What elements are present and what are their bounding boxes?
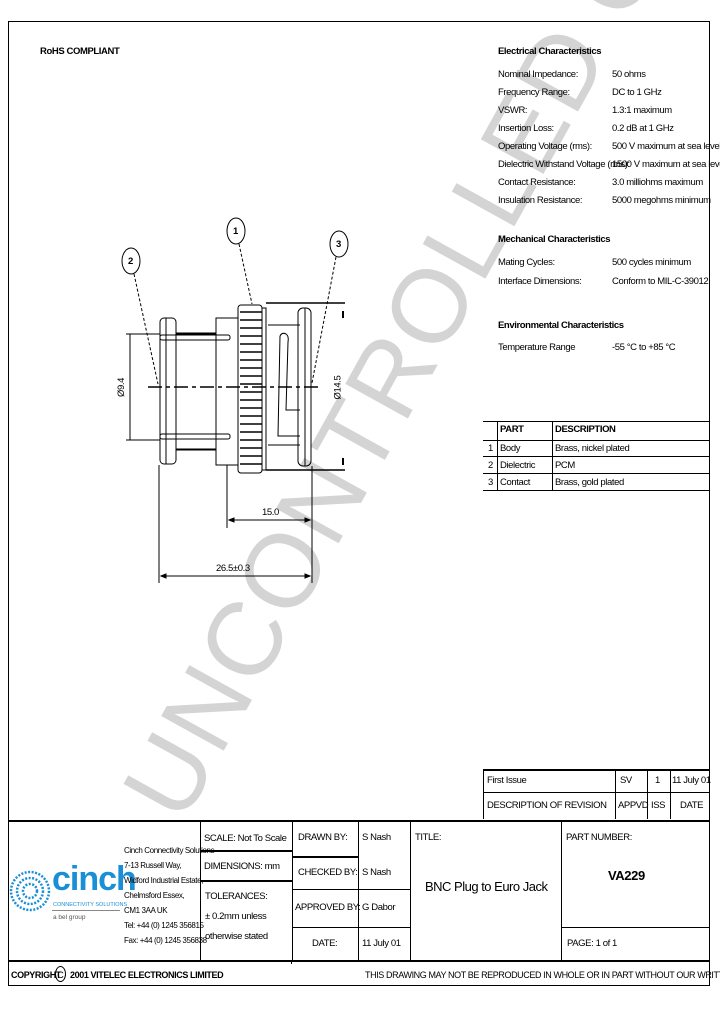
spec-value: -55 °C to +85 °C bbox=[612, 342, 676, 353]
spec-label: Frequency Range: bbox=[498, 87, 570, 98]
parts-header-part: PART bbox=[500, 424, 524, 435]
date-value: 11 July 01 bbox=[362, 938, 401, 949]
spec-value: 500 cycles minimum bbox=[612, 257, 691, 268]
address-line: Widford Industrial Estate, bbox=[124, 876, 203, 885]
copyright-symbol: C bbox=[55, 966, 66, 982]
spec-label: Insulation Resistance: bbox=[498, 195, 583, 206]
tolerances-value-1: ± 0.2mm unless bbox=[205, 911, 267, 922]
approved-by-label: APPROVED BY: bbox=[295, 902, 361, 913]
spec-value: 1500 V maximum at sea level bbox=[612, 159, 720, 170]
rohs-label: RoHS COMPLIANT bbox=[40, 46, 120, 57]
revision-header-appvd: APPVD bbox=[618, 800, 649, 811]
revision-date: 11 July 01 bbox=[672, 775, 711, 786]
spec-value: 500 V maximum at sea level bbox=[612, 141, 720, 152]
revision-appvd: SV bbox=[620, 775, 632, 786]
spec-label: Dielectric Withstand Voltage (rms): bbox=[498, 159, 630, 170]
spec-value: DC to 1 GHz bbox=[612, 87, 662, 98]
cinch-logo-sub: CONNECTIVITY SOLUTIONS bbox=[53, 902, 128, 908]
part-description: Brass, gold plated bbox=[555, 477, 624, 488]
title-label: TITLE: bbox=[415, 832, 442, 843]
part-description: PCM bbox=[555, 460, 575, 471]
checked-by-label: CHECKED BY: bbox=[298, 867, 358, 878]
callout-1: 1 bbox=[233, 226, 238, 237]
dimensions-label: DIMENSIONS: mm bbox=[204, 861, 280, 872]
address-line: CM1 3AA UK bbox=[124, 906, 168, 915]
spec-label: Operating Voltage (rms): bbox=[498, 141, 592, 152]
electrical-title: Electrical Characteristics bbox=[498, 46, 602, 57]
spec-value: 3.0 milliohms maximum bbox=[612, 177, 703, 188]
copyright-label: COPYRIGHT bbox=[11, 970, 61, 980]
spec-value: 1.3:1 maximum bbox=[612, 105, 672, 116]
cinch-logo-icon bbox=[10, 868, 50, 914]
revision-header-date: DATE bbox=[680, 800, 704, 811]
reproduction-notice: THIS DRAWING MAY NOT BE REPRODUCED IN WH… bbox=[365, 970, 720, 980]
drawing-frame bbox=[8, 21, 710, 986]
spec-value: 5000 megohms minimum bbox=[612, 195, 711, 206]
cinch-logo-text: cinch bbox=[52, 860, 137, 898]
part-number-value: VA229 bbox=[608, 868, 645, 883]
revision-description: First Issue bbox=[487, 775, 527, 786]
spec-value: Conform to MIL-C-39012 bbox=[612, 276, 709, 287]
part-name: Contact bbox=[500, 477, 530, 488]
address-line: Cinch Connectivity Solutions bbox=[124, 846, 215, 855]
address-line: Tel: +44 (0) 1245 356815 bbox=[124, 921, 204, 930]
revision-header-iss: ISS bbox=[651, 800, 666, 811]
dim-left-diameter: Ø9.4 bbox=[116, 378, 127, 397]
dim-15: 15.0 bbox=[262, 507, 279, 518]
approved-by-value: G Dabor bbox=[362, 902, 396, 913]
part-number-label: PART NUMBER: bbox=[566, 832, 632, 843]
copyright-text: 2001 VITELEC ELECTRONICS LIMITED bbox=[70, 970, 224, 980]
callout-2: 2 bbox=[128, 256, 133, 267]
part-description: Brass, nickel plated bbox=[555, 443, 630, 454]
scale-label: SCALE: Not To Scale bbox=[204, 833, 287, 844]
spec-label: VSWR: bbox=[498, 105, 528, 116]
dim-right-diameter: Ø14.5 bbox=[332, 375, 344, 400]
part-number: 3 bbox=[488, 477, 493, 488]
checked-by-value: S Nash bbox=[362, 867, 391, 878]
address-line: Chelmsford Essex, bbox=[124, 891, 185, 900]
address-line: 7-13 Russell Way, bbox=[124, 861, 182, 870]
spec-label: Nominal Impedance: bbox=[498, 69, 578, 80]
tolerances-label: TOLERANCES: bbox=[205, 891, 268, 902]
spec-label: Temperature Range bbox=[498, 342, 576, 353]
date-label: DATE: bbox=[312, 938, 338, 949]
revision-iss: 1 bbox=[655, 775, 660, 786]
parts-header-description: DESCRIPTION bbox=[555, 424, 616, 435]
address-line: Fax: +44 (0) 1245 356838 bbox=[124, 936, 207, 945]
dim-26-5: 26.5±0.3 bbox=[216, 563, 250, 574]
part-name: Dielectric bbox=[500, 460, 536, 471]
part-number: 1 bbox=[488, 443, 493, 454]
callout-3: 3 bbox=[336, 239, 341, 250]
spec-label: Interface Dimensions: bbox=[498, 276, 582, 287]
part-name: Body bbox=[500, 443, 521, 454]
spec-value: 0.2 dB at 1 GHz bbox=[612, 123, 674, 134]
drawn-by-value: S Nash bbox=[362, 832, 391, 843]
page-label: PAGE: 1 of 1 bbox=[567, 938, 617, 949]
part-number: 2 bbox=[488, 460, 493, 471]
environmental-title: Environmental Characteristics bbox=[498, 320, 624, 331]
drawing-title: BNC Plug to Euro Jack bbox=[425, 879, 548, 894]
spec-label: Contact Resistance: bbox=[498, 177, 576, 188]
spec-label: Insertion Loss: bbox=[498, 123, 554, 134]
mechanical-title: Mechanical Characteristics bbox=[498, 234, 611, 245]
drawn-by-label: DRAWN BY: bbox=[298, 832, 348, 843]
spec-value: 50 ohms bbox=[612, 69, 646, 80]
revision-header-description: DESCRIPTION OF REVISION bbox=[487, 800, 607, 811]
tolerances-value-2: otherwise stated bbox=[205, 931, 268, 942]
spec-label: Mating Cycles: bbox=[498, 257, 555, 268]
cinch-logo-group: a bel group bbox=[53, 914, 86, 921]
